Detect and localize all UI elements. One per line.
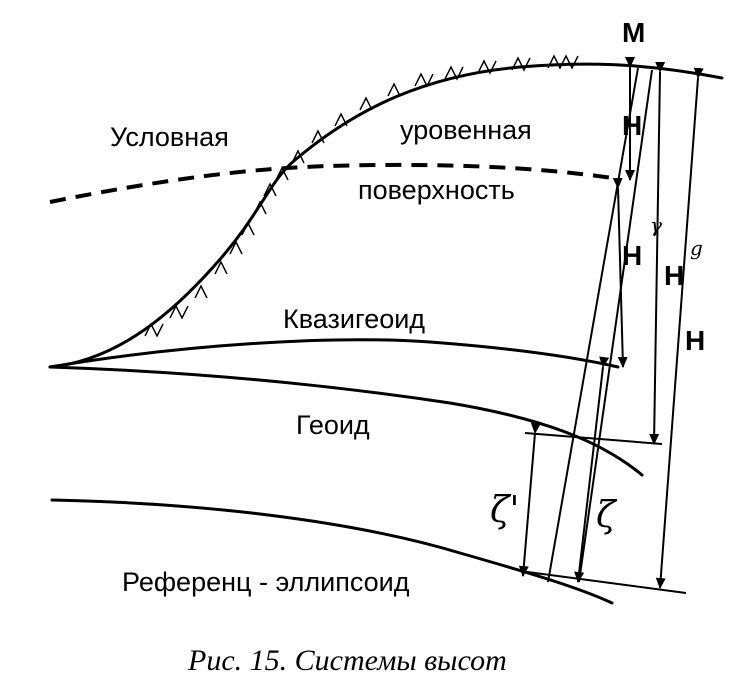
arrow-zeta-prime [518,422,541,577]
arrow-h-gamma [612,177,628,368]
quasigeoid-label: Квазигеоид [283,304,425,334]
arrow-h [655,67,704,589]
terrain-hatching [144,54,579,338]
height-h2-superscript: γ [650,213,662,237]
geoid-label: Геоид [296,410,370,440]
quasigeoid-curve [48,338,620,369]
zeta-label: ζ [596,495,618,536]
ellipsoid-normal-line [547,67,639,583]
height-h1-label: H [622,110,642,141]
figure-caption: Рис. 15. Системы высот [187,644,507,677]
arrow-zeta [574,356,610,583]
point-m-label: M [622,17,645,48]
reference-ellipsoid-curve [50,498,614,605]
height-h3-superscript: g [690,236,703,260]
height-arrows [518,57,704,589]
reference-ellipsoid-label: Референц - эллипсоид [122,567,410,597]
level-surface-label-bottom: поверхность [358,175,515,205]
arrow-h-g [649,61,666,445]
level-surface-label-left: Условная [110,122,229,152]
level-surface-label-right: уровенная [400,115,532,145]
height-h3-label: H [664,260,684,291]
height-h4-label: H [685,325,705,356]
zeta-prime-label: ζ' [490,490,519,531]
terrain-surface [48,62,724,369]
level-surface-curve [49,162,613,204]
height-h2-label: H [622,240,642,271]
